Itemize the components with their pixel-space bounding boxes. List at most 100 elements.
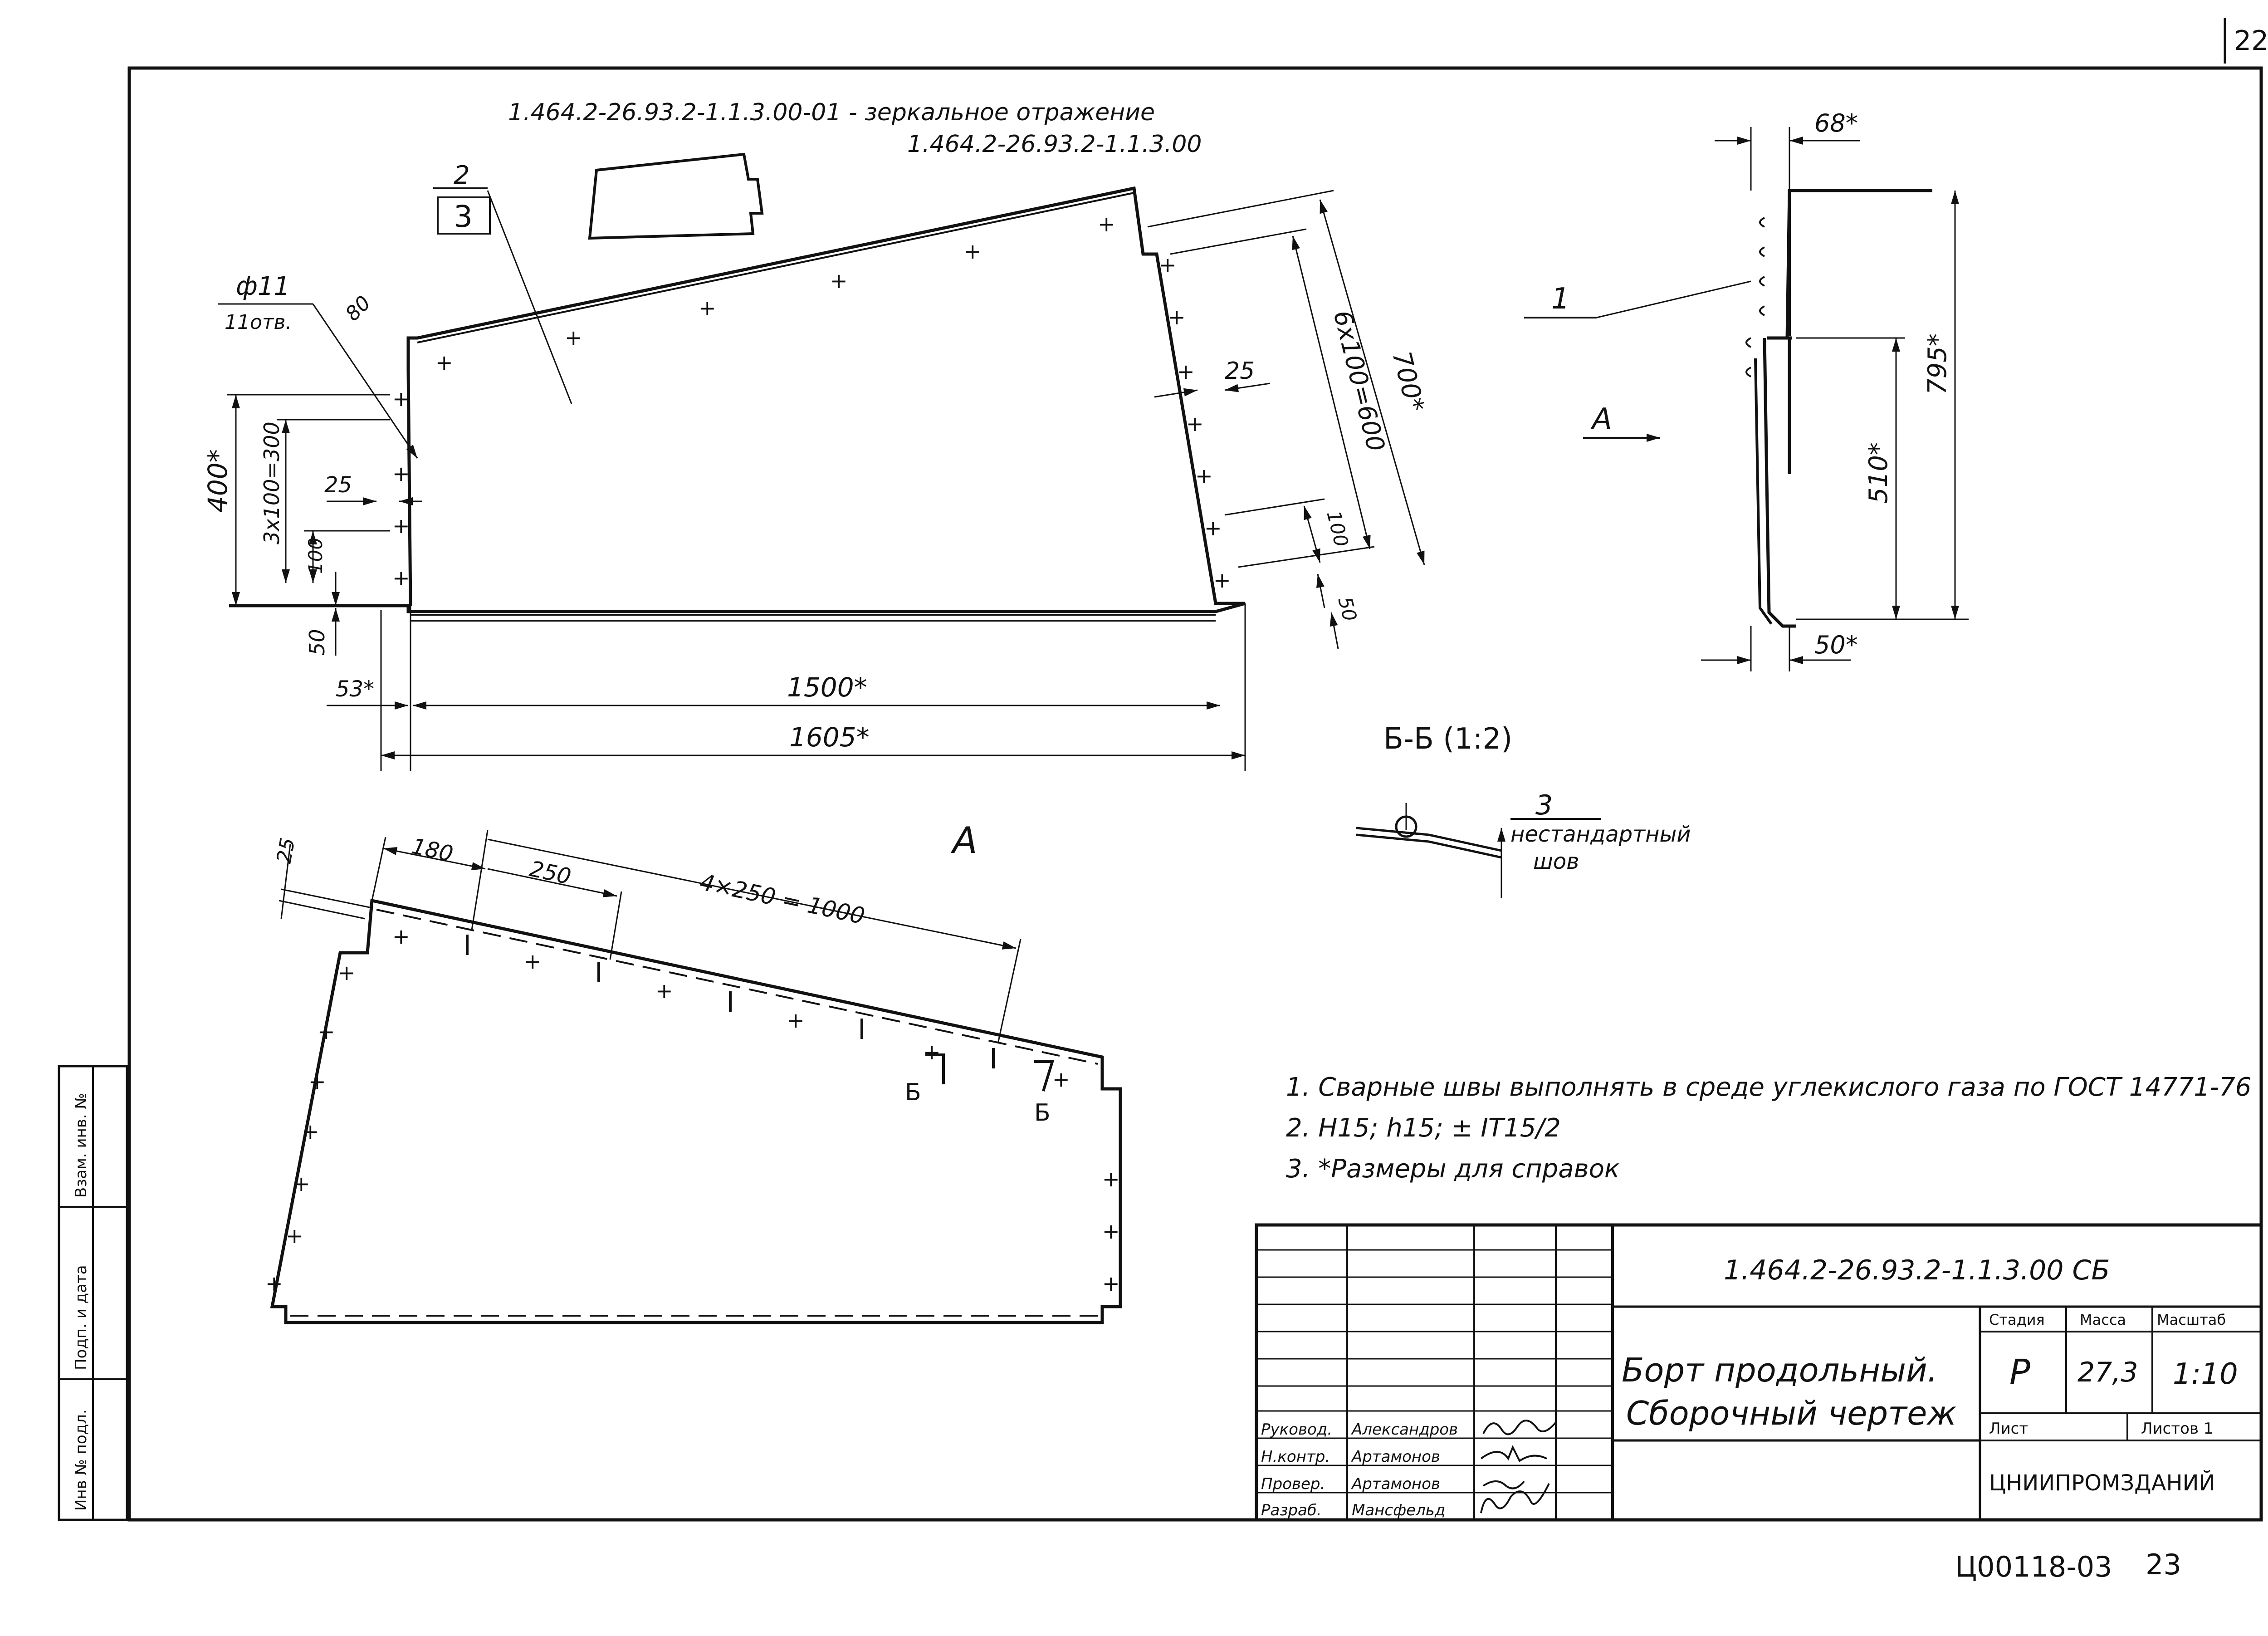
section-bb-plates xyxy=(1356,827,1502,859)
bottom-page: 23 xyxy=(2146,1548,2181,1581)
view-a-dim-250: 250 xyxy=(528,856,573,890)
mass-value: 27,3 xyxy=(2077,1357,2138,1388)
drawing-title-line1: Борт продольный. xyxy=(1622,1351,1938,1389)
svg-text:+: + xyxy=(923,1040,941,1064)
hole-mark: + xyxy=(964,239,982,264)
cut-marker-left xyxy=(925,1053,945,1084)
hole-mark: + xyxy=(1195,464,1213,488)
sheet-corner-number: 22 xyxy=(2234,25,2268,57)
hole-mark: + xyxy=(1098,212,1115,236)
designation: 1.464.2-26.93.2-1.1.3.00 СБ xyxy=(1724,1254,2110,1286)
dim-50-left: 50 xyxy=(305,629,329,656)
corner-dimension: 80 xyxy=(341,291,376,326)
scale-header: Масштаб xyxy=(2157,1311,2226,1328)
dim-100-right: 100 xyxy=(1322,509,1353,549)
svg-text:+: + xyxy=(524,949,542,974)
dim-795: 795* xyxy=(1923,333,1952,395)
name-checked: Артамонов xyxy=(1351,1475,1440,1493)
organization: ЦНИИПРОМЗДАНИЙ xyxy=(1989,1470,2215,1496)
svg-text:+: + xyxy=(318,1019,335,1044)
weld-label-2: шов xyxy=(1533,849,1579,874)
svg-text:+: + xyxy=(286,1224,303,1248)
hole-mark: + xyxy=(1213,568,1231,593)
dim-50-section: 50* xyxy=(1814,631,1858,659)
svg-text:+: + xyxy=(1102,1271,1120,1296)
sheet-frame xyxy=(127,66,2263,1522)
name-norm-control: Артамонов xyxy=(1351,1448,1440,1466)
cut-label-right: Б xyxy=(1034,1099,1051,1127)
svg-text:+: + xyxy=(1102,1219,1120,1244)
section-bb-title: Б-Б (1:2) xyxy=(1383,722,1512,756)
dim-hole-pitch-right: 6x100=600 xyxy=(1328,308,1390,455)
note-2: 2. H15; h15; ± IT15/2 xyxy=(1286,1113,1561,1143)
top-edge-hatch xyxy=(417,192,1134,343)
mirror-note-line2: 1.464.2-26.93.2-1.1.3.00 xyxy=(907,131,1202,158)
svg-text:+: + xyxy=(302,1119,319,1144)
scale-value: 1:10 xyxy=(2173,1357,2238,1391)
svg-text:+: + xyxy=(392,924,410,949)
stamp-signature-date: Подп. и дата xyxy=(72,1265,90,1370)
cut-marker-right xyxy=(1034,1060,1055,1092)
signature-2 xyxy=(1480,1445,1547,1462)
dim-hole-pitch-left: 3x100=300 xyxy=(259,421,284,544)
role-developed: Разраб. xyxy=(1261,1501,1322,1519)
dim-1605: 1605* xyxy=(789,722,870,753)
hole-mark: + xyxy=(392,514,410,538)
note-1: 1. Сварные швы выполнять в среде углекис… xyxy=(1286,1073,2251,1102)
stage-value: Р xyxy=(2009,1352,2030,1392)
weld-marks xyxy=(1745,217,1765,377)
hole-mark: + xyxy=(392,461,410,486)
sheets-label: Листов 1 xyxy=(2141,1420,2213,1438)
view-arrow-a: A xyxy=(1590,402,1612,436)
hole-mark: + xyxy=(1177,359,1195,384)
dim-53: 53* xyxy=(336,676,374,702)
svg-text:+: + xyxy=(1052,1067,1070,1092)
callout-part-2: 2 xyxy=(454,161,470,190)
view-a: A + + + + + + + + + + + + + + + + Б Б 25 xyxy=(265,819,1122,1324)
name-head: Александров xyxy=(1351,1420,1458,1439)
hole-count: 11отв. xyxy=(225,311,292,334)
hole-mark: + xyxy=(392,566,410,590)
hole-mark: + xyxy=(830,269,848,293)
dim-510: 510* xyxy=(1864,442,1893,504)
hole-mark: + xyxy=(392,387,410,411)
role-head: Руковод. xyxy=(1261,1420,1332,1439)
role-checked: Провер. xyxy=(1261,1475,1325,1493)
mass-header: Масса xyxy=(2080,1311,2126,1328)
hole-mark: + xyxy=(699,296,716,320)
hole-mark: + xyxy=(435,350,453,375)
dim-right-height: 700* xyxy=(1386,348,1430,415)
drawing-title-line2: Сборочный чертеж xyxy=(1626,1394,1956,1432)
callout-part-3: 3 xyxy=(454,199,473,234)
signature-4 xyxy=(1480,1483,1550,1514)
stamp-replaced-inv: Взам. инв. № xyxy=(72,1093,90,1198)
hole-mark: + xyxy=(1204,516,1222,540)
svg-text:+: + xyxy=(787,1008,805,1033)
section-bb-callout: 3 xyxy=(1535,789,1553,821)
title-block: 1.464.2-26.93.2-1.1.3.00 СБ Борт продоль… xyxy=(1255,1223,2263,1522)
view-a-dim-25: 25 xyxy=(273,836,300,865)
section-view: 68* 1 A 795* 510* 50* xyxy=(1524,109,1969,671)
main-view: + + + + + + + + + + + + + + + + + 2 3 ф1… xyxy=(202,161,1430,771)
view-a-dim-180: 180 xyxy=(410,833,455,867)
view-a-dim-4x250: 4×250 = 1000 xyxy=(698,869,867,930)
section-profile-inner xyxy=(1754,358,1773,625)
view-a-outline xyxy=(270,898,1122,1324)
mirror-note-line1: 1.464.2-26.93.2-1.1.3.00-01 - зеркальное… xyxy=(508,99,1155,126)
stage-header: Стадия xyxy=(1989,1311,2045,1328)
hole-diameter: ф11 xyxy=(236,272,290,301)
side-stamp: Инв № подл. Подп. и дата Взам. инв. № xyxy=(58,1065,128,1521)
svg-text:+: + xyxy=(293,1171,310,1196)
view-a-hidden-line xyxy=(290,909,1098,1317)
dim-1500: 1500* xyxy=(787,672,867,703)
plate-sketch xyxy=(588,152,764,240)
section-bb: Б-Б (1:2) 3 нестандартный шов xyxy=(1356,722,1691,898)
dim-edge-25-left: 25 xyxy=(324,472,352,498)
note-3: 3. *Размеры для справок xyxy=(1286,1154,1620,1184)
dim-50-right: 50 xyxy=(1334,595,1361,624)
dim-left-height: 400* xyxy=(202,449,233,513)
sheet-label: Лист xyxy=(1989,1420,2028,1438)
hole-mark: + xyxy=(1168,305,1186,329)
weld-label-1: нестандартный xyxy=(1510,822,1691,847)
